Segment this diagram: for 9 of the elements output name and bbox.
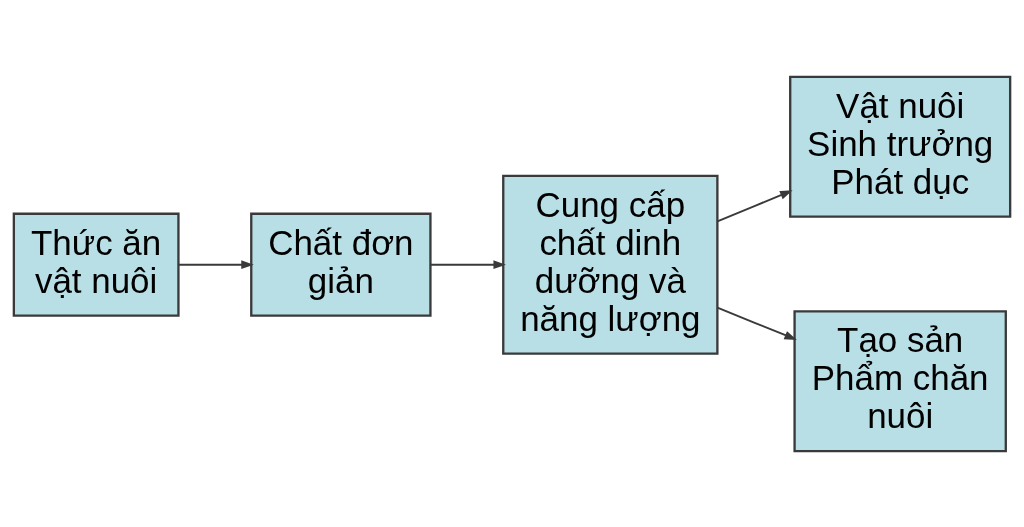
arrow (429, 259, 506, 269)
node-box: Chất đơn giản (250, 212, 432, 317)
arrow (716, 306, 797, 340)
node-box: Cung cấp chất dinh dưỡng và năng lượng (502, 174, 719, 355)
arrow (177, 259, 254, 269)
node-box: Tạo sản Phẩm chăn nuôi (793, 309, 1007, 452)
arrow (716, 189, 793, 222)
node-box: Thức ăn vật nuôi (12, 212, 180, 317)
node-box: Vật nuôi Sinh trưởng Phát dục (789, 75, 1012, 218)
